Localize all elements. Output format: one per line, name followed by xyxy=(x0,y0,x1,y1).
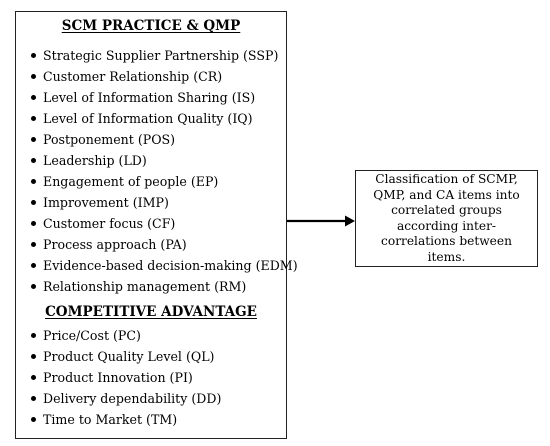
competitive-advantage-heading: COMPETITIVE ADVANTAGE xyxy=(45,304,257,320)
bullet-icon xyxy=(31,242,36,247)
list-item-dd: Delivery dependability (DD) xyxy=(16,388,221,409)
list-item-pc: Price/Cost (PC) xyxy=(16,325,221,346)
bullet-icon xyxy=(31,179,36,184)
bullet-icon xyxy=(31,158,36,163)
bullet-icon xyxy=(31,116,36,121)
bullet-icon xyxy=(31,284,36,289)
bullet-icon xyxy=(31,333,36,338)
list-item-tm: Time to Market (TM) xyxy=(16,409,221,430)
list-item-pi: Product Innovation (PI) xyxy=(16,367,221,388)
bullet-icon xyxy=(31,95,36,100)
bullet-icon xyxy=(31,53,36,58)
list-item-iq: Level of Information Quality (IQ) xyxy=(16,108,298,129)
bullet-icon xyxy=(31,221,36,226)
list-item-ql: Product Quality Level (QL) xyxy=(16,346,221,367)
bullet-icon xyxy=(31,200,36,205)
classification-box: Classification of SCMP, QMP, and CA item… xyxy=(355,170,538,267)
bullet-icon xyxy=(31,417,36,422)
competitive-advantage-list: Price/Cost (PC) Product Quality Level (Q… xyxy=(16,325,221,430)
list-item-pos: Postponement (POS) xyxy=(16,129,298,150)
list-item-cf: Customer focus (CF) xyxy=(16,213,298,234)
bullet-icon xyxy=(31,137,36,142)
list-item-pa: Process approach (PA) xyxy=(16,234,298,255)
list-item-ssp: Strategic Supplier Partnership (SSP) xyxy=(16,45,298,66)
scm-qmp-heading: SCM PRACTICE & QMP xyxy=(61,18,241,34)
list-item-cr: Customer Relationship (CR) xyxy=(16,66,298,87)
bullet-icon xyxy=(31,375,36,380)
bullet-icon xyxy=(31,396,36,401)
list-item-edm: Evidence-based decision-making (EDM) xyxy=(16,255,298,276)
scm-qmp-list: Strategic Supplier Partnership (SSP) Cus… xyxy=(16,45,298,297)
list-item-ep: Engagement of people (EP) xyxy=(16,171,298,192)
list-item-imp: Improvement (IMP) xyxy=(16,192,298,213)
list-item-ld: Leadership (LD) xyxy=(16,150,298,171)
list-item-rm: Relationship management (RM) xyxy=(16,276,298,297)
bullet-icon xyxy=(31,263,36,268)
bullet-icon xyxy=(31,74,36,79)
items-box: SCM PRACTICE & QMP Strategic Supplier Pa… xyxy=(15,11,298,439)
list-item-is: Level of Information Sharing (IS) xyxy=(16,87,298,108)
classification-text: Classification of SCMP, QMP, and CA item… xyxy=(373,172,520,264)
bullet-icon xyxy=(31,354,36,359)
right-arrow-icon xyxy=(287,215,355,227)
